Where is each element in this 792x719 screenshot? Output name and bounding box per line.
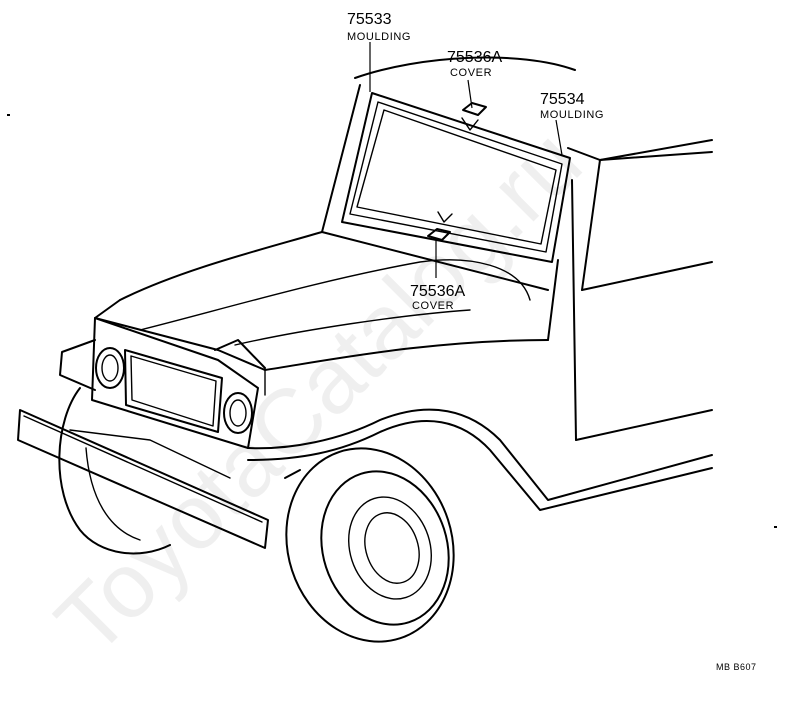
- callout-moulding-75534: 75534 MOULDING: [540, 91, 604, 121]
- part-name: COVER: [412, 300, 454, 312]
- scan-mark: [774, 526, 777, 528]
- right-front-wheel: [284, 447, 455, 643]
- lower-cover-clip: [427, 228, 451, 241]
- part-number: 75533: [347, 11, 392, 28]
- scan-mark: [7, 114, 10, 116]
- part-name: MOULDING: [347, 31, 411, 43]
- callout-moulding-75533: 75533 MOULDING: [347, 11, 411, 43]
- callout-cover-upper: 75536A COVER: [447, 49, 502, 79]
- callout-cover-lower: 75536A COVER: [410, 283, 465, 312]
- front-bumper: [17, 409, 269, 549]
- front-grille: [91, 317, 259, 449]
- part-number: 75534: [540, 91, 585, 108]
- part-number: 75536A: [447, 49, 502, 66]
- vehicle-fender: [59, 339, 713, 511]
- part-name: MOULDING: [540, 109, 604, 121]
- vehicle-cab: [354, 56, 713, 441]
- part-number: 75536A: [410, 283, 465, 300]
- left-front-wheel: [58, 387, 171, 555]
- part-name: COVER: [450, 67, 492, 79]
- vehicle-hood: [94, 231, 549, 371]
- figure-reference: MB B607: [716, 662, 757, 672]
- watermark: ToyotaCatalog.ru: [37, 110, 601, 674]
- windshield: [321, 84, 571, 263]
- upper-cover-clip: [462, 102, 487, 116]
- leader-lines: [369, 42, 563, 278]
